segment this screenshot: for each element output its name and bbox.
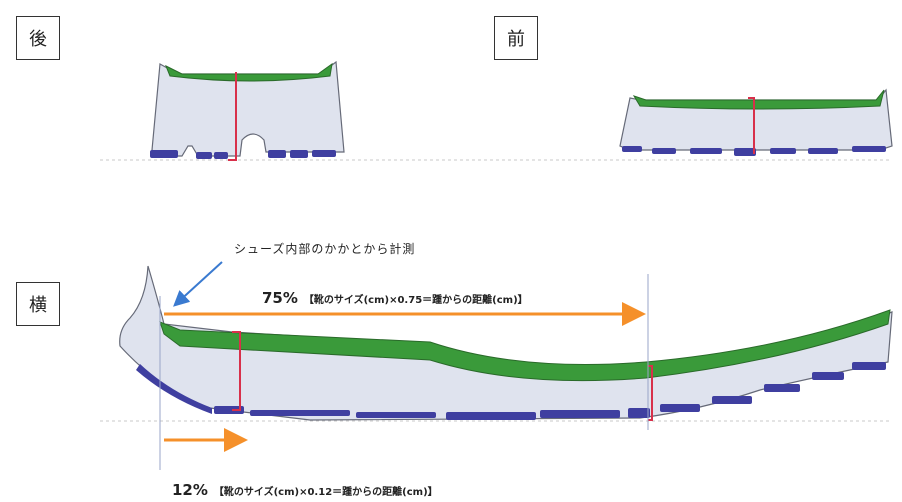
side-view-label-text: 横 [29,295,47,316]
annotation-75pct: 75% 【靴のサイズ(cm)×0.75＝踵からの距離(cm)】 [262,288,528,307]
side-75pct-marker [648,365,653,421]
side-view-sole [119,265,893,421]
side-12pct-marker [232,331,241,411]
front-outsole-tread [622,146,886,156]
side-outsole-tread [136,362,886,420]
formula-12-text: 【靴のサイズ(cm)×0.12＝踵からの距離(cm)】 [213,487,438,498]
side-view-label: 横 [16,282,60,326]
annotation-12pct: 12% 【靴のサイズ(cm)×0.12＝踵からの距離(cm)】 [172,480,438,499]
measurement-note: シューズ内部のかかとから計測 [234,242,416,256]
front-view-label: 前 [494,16,538,60]
pct-75-text: 75% [262,289,298,307]
rear-height-marker [228,72,237,161]
heel-pointer-arrow [173,261,223,307]
formula-75-text: 【靴のサイズ(cm)×0.75＝踵からの距離(cm)】 [303,295,528,306]
front-height-marker [748,97,755,154]
front-view-sole [619,88,893,156]
rear-view-label: 後 [16,16,60,60]
front-view-label-text: 前 [507,29,525,50]
pct-12-text: 12% [172,481,208,499]
rear-outsole-tread [150,150,336,159]
rear-view-label-text: 後 [29,29,47,50]
rear-view-sole [150,60,345,161]
